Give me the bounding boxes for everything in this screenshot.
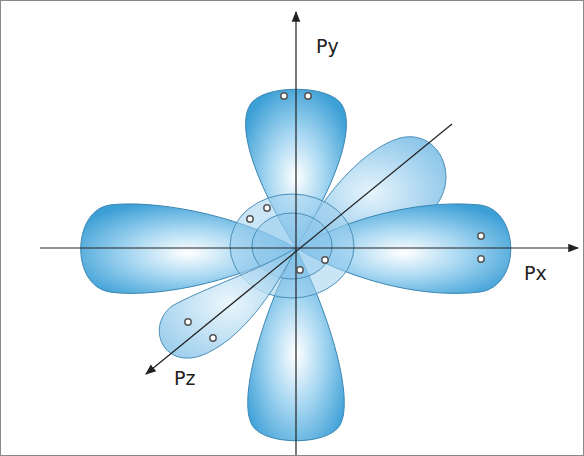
x-axis (40, 247, 578, 248)
axis-label: Py (316, 36, 339, 57)
electron-dots (185, 93, 484, 341)
y-axis (295, 12, 296, 455)
pz-front-lobe (159, 248, 296, 358)
z-axis (146, 124, 452, 374)
axis-label: Pz (174, 368, 195, 389)
axis-label: Px (524, 263, 547, 284)
